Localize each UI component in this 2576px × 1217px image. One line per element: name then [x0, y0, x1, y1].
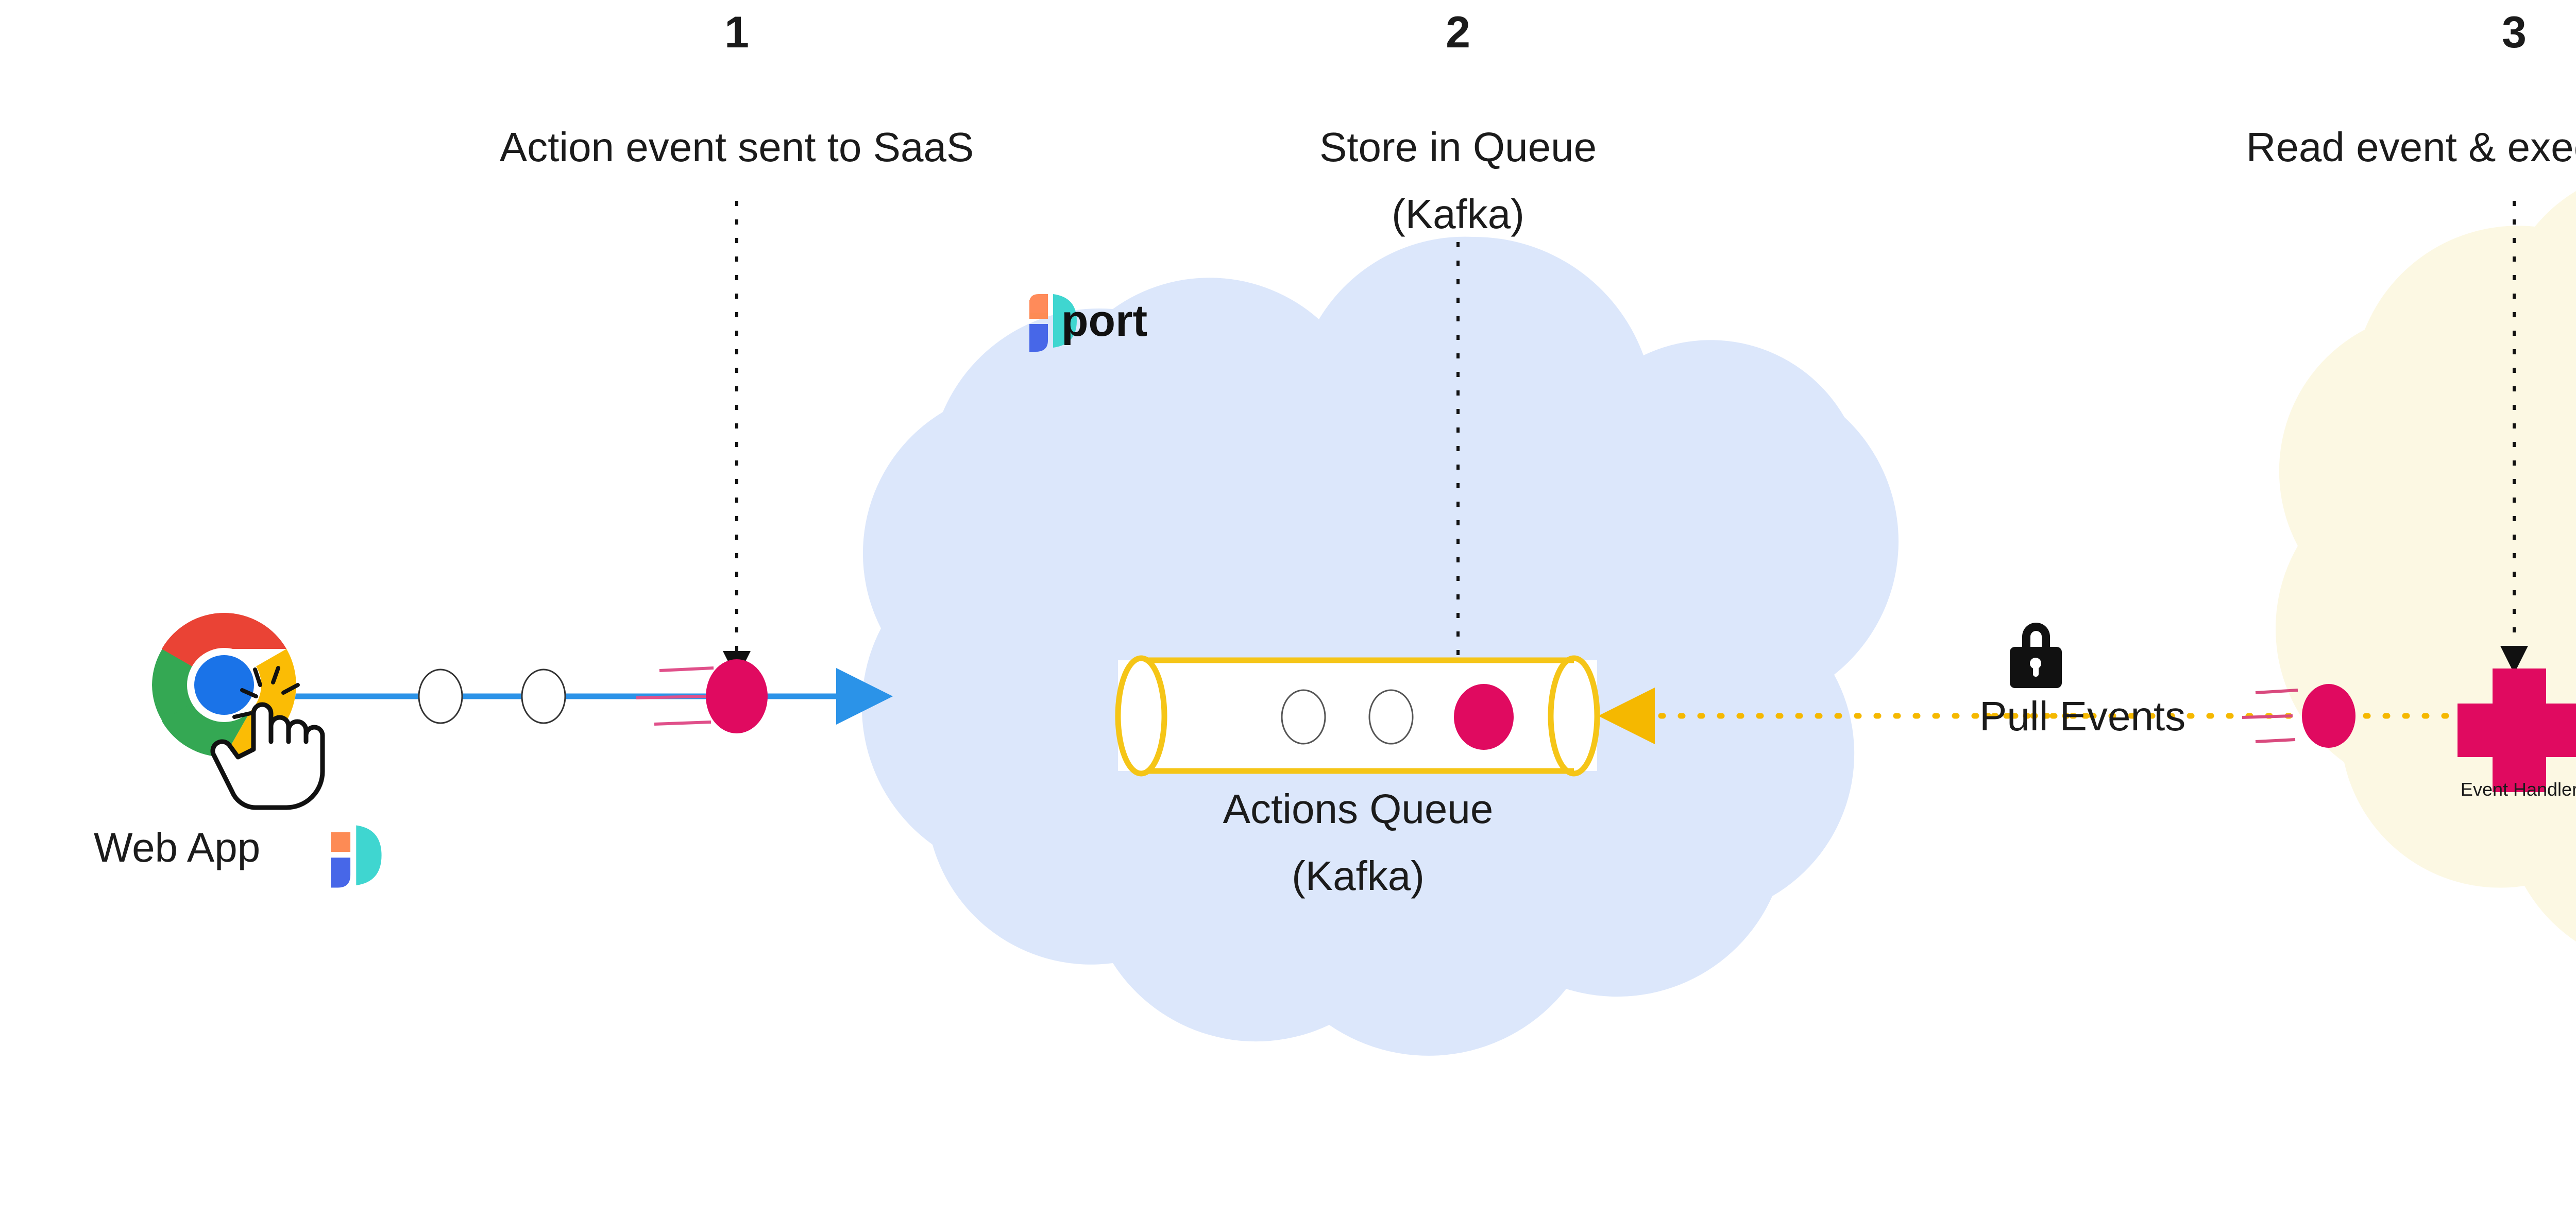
port-wordmark: port — [1061, 296, 1147, 346]
queue-label: Actions Queue — [1223, 786, 1494, 832]
queue-slot-empty — [1281, 689, 1326, 745]
lock-icon — [2010, 623, 2062, 688]
event-slot-empty — [418, 669, 463, 724]
step-1-label: Action event sent to SaaS — [499, 124, 974, 170]
port-logo-icon — [1029, 294, 1077, 352]
event-dot-pulled — [2242, 684, 2355, 748]
event-handler-label: Event Handler — [2460, 779, 2576, 800]
saas-cloud-shape — [861, 236, 1899, 1056]
event-slot-empty — [521, 669, 566, 724]
pull-events-label: Pull Events — [1979, 693, 2186, 739]
plus-cross-icon[interactable] — [2458, 669, 2576, 792]
step-2-label: Store in Queue — [1319, 124, 1597, 170]
queue-sublabel: (Kafka) — [1292, 853, 1425, 899]
event-dot-in-flight — [636, 659, 768, 733]
click-hand-icon — [210, 666, 325, 810]
step-3-number: 3 — [2502, 8, 2527, 57]
step-1-number: 1 — [724, 8, 749, 57]
web-app-label: Web App — [94, 825, 261, 870]
step-2-number: 2 — [1446, 8, 1470, 57]
queue-slot-empty — [1368, 689, 1414, 745]
queue-slot-filled — [1454, 684, 1514, 750]
step-3-label: Read event & execute runner — [2246, 124, 2576, 170]
step-2-sublabel: (Kafka) — [1392, 191, 1524, 237]
